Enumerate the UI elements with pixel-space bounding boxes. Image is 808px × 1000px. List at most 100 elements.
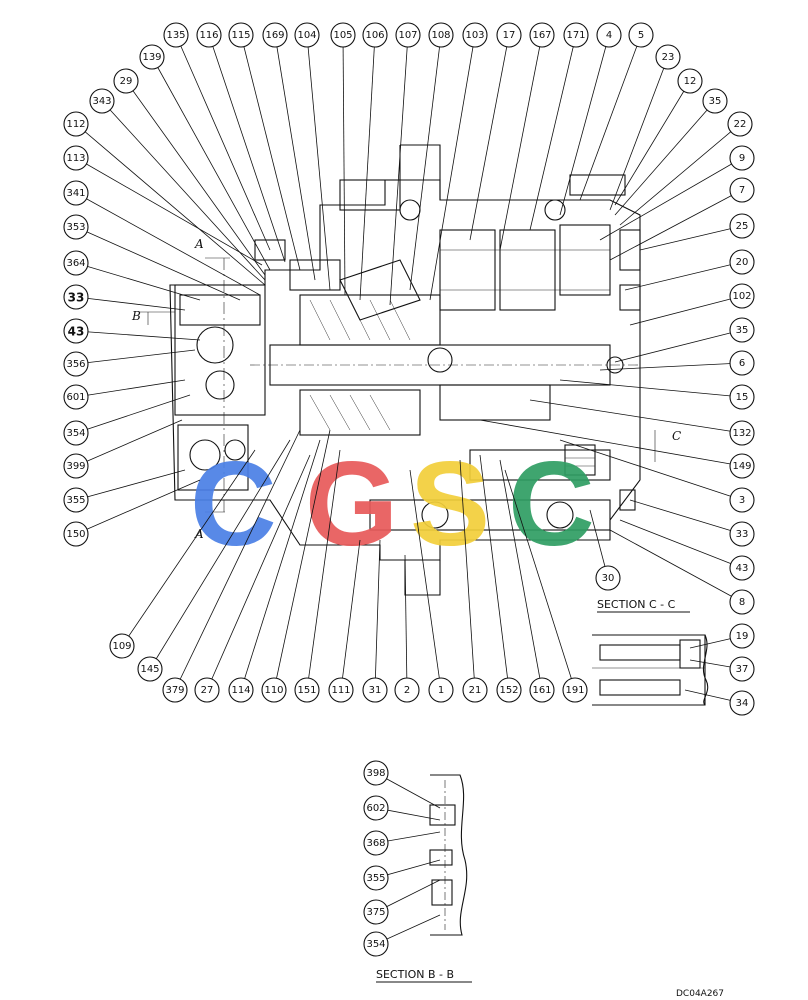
leader-line [609,529,743,603]
callout-circle [63,111,89,137]
callout-number: 355 [366,873,385,884]
callout-circle [163,22,189,48]
callout-number: 22 [734,119,747,130]
callout-number: 151 [297,685,316,696]
callout-2: 2 [394,677,420,703]
callout-number: 34 [736,698,749,709]
callout-number: 161 [532,685,551,696]
callout-circle [428,22,454,48]
callout-375: 375 [363,899,389,925]
callout-number: 33 [736,529,749,540]
callout-152: 152 [496,677,522,703]
callout-6: 6 [729,350,755,376]
callout-circle [729,213,755,239]
cgsc-watermark: C G S C [190,437,595,571]
callout-33: 33 [63,284,89,310]
callout-27: 27 [194,677,220,703]
leader-line [359,34,376,301]
callout-135: 135 [163,22,189,48]
leader-line [499,34,543,251]
leader-line [614,80,691,206]
callout-circle [228,22,254,48]
callout-circle [563,22,589,48]
callout-number: 111 [331,685,350,696]
callout-circle [729,453,755,479]
callout-circle [462,677,488,703]
callout-circle [529,677,555,703]
callout-number: 150 [66,529,85,540]
leader-line [409,469,442,691]
callout-19: 19 [729,623,755,649]
callout-43: 43 [63,318,89,344]
callout-number: 112 [66,119,85,130]
callout-number: 104 [297,30,316,41]
section-b-title: SECTION B - B [376,968,454,981]
callout-number: 3 [739,495,745,506]
callout-601: 601 [63,384,89,410]
callout-number: 354 [366,939,385,950]
callout-circle [428,677,454,703]
callout-number: 30 [602,573,615,584]
callout-number: 25 [736,221,749,232]
leader-line [151,56,271,271]
callout-circle [162,677,188,703]
callout-circle [702,88,728,114]
callout-circle [137,656,163,682]
callout-circle [328,677,354,703]
callout-number: 354 [66,428,85,439]
leader-line [149,439,291,670]
callout-circle [729,283,755,309]
callout-number: 353 [66,222,85,233]
callout-9: 9 [729,145,755,171]
leader-line [75,379,186,398]
callout-number: 20 [736,257,749,268]
leader-line [75,226,241,301]
callout-circle [729,623,755,649]
callout-circle [63,351,89,377]
callout-circle [729,555,755,581]
callout-34: 34 [729,690,755,716]
leader-line [75,330,201,341]
callout-354: 354 [63,420,89,446]
callout-number: 9 [739,153,745,164]
callout-number: 149 [732,461,751,472]
leader-line [340,539,361,691]
callout-number: 23 [662,52,675,63]
leader-line [274,34,316,281]
leader-line [479,419,743,467]
callout-number: 37 [736,664,749,675]
callout-167: 167 [529,22,555,48]
callout-169: 169 [262,22,288,48]
callout-1: 1 [428,677,454,703]
callout-23: 23 [655,44,681,70]
callout-circle [628,22,654,48]
leader-line [559,439,743,501]
leader-line [75,192,261,296]
drawing-code: DC04A267 [676,989,724,999]
callout-103: 103 [462,22,488,48]
callout-149: 149 [729,453,755,479]
callout-5: 5 [628,22,654,48]
cut-label-c: C [672,429,681,443]
callout-17: 17 [496,22,522,48]
callout-33: 33 [729,521,755,547]
callout-circle [362,22,388,48]
callout-150: 150 [63,521,89,547]
callout-116: 116 [196,22,222,48]
leader-line [175,34,271,251]
callout-398: 398 [363,760,389,786]
leader-line [609,189,743,261]
callout-number: 6 [739,358,745,369]
callout-number: 601 [66,392,85,403]
callout-number: 368 [366,838,385,849]
callout-number: 169 [265,30,284,41]
leader-line [559,379,743,398]
callout-number: 602 [366,803,385,814]
callout-355: 355 [63,487,89,513]
leader-line [499,459,543,691]
callout-number: 110 [264,685,283,696]
callout-number: 364 [66,258,85,269]
callout-circle [196,22,222,48]
callout-circle [89,88,115,114]
